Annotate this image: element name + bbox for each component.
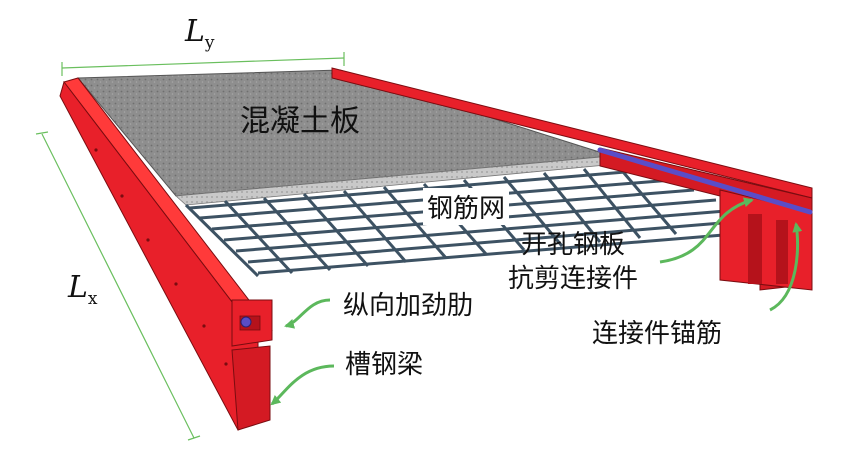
dimension-label-lx: Lx bbox=[68, 270, 98, 309]
dimension-ly bbox=[61, 52, 345, 76]
label-concrete-slab: 混凝土板 bbox=[240, 104, 360, 139]
rib-leader-arrow bbox=[284, 298, 331, 329]
left-channel-beam bbox=[59, 77, 273, 431]
dimension-label-ly: Ly bbox=[185, 14, 215, 53]
label-pbl-line1: 开孔钢板 bbox=[521, 230, 626, 260]
pbl-leader-arrow bbox=[659, 197, 754, 264]
rebar-mesh bbox=[184, 165, 761, 278]
anchor-leader-arrow bbox=[769, 222, 803, 312]
label-longitudinal-rib: 纵向加劲肋 bbox=[343, 291, 474, 321]
beam-leader-arrow bbox=[270, 364, 335, 406]
label-pbl-line2: 抗剪连接件 bbox=[508, 264, 639, 294]
right-channel-beam bbox=[331, 67, 813, 291]
label-channel-beam: 槽钢梁 bbox=[345, 350, 424, 380]
label-pbl-connector: 开孔钢板 抗剪连接件 bbox=[508, 228, 638, 296]
label-rebar-mesh: 钢筋网 bbox=[423, 188, 510, 225]
label-connector-anchor: 连接件锚筋 bbox=[592, 319, 723, 349]
leader-arrows bbox=[270, 197, 803, 406]
dimension-lx bbox=[35, 131, 201, 441]
